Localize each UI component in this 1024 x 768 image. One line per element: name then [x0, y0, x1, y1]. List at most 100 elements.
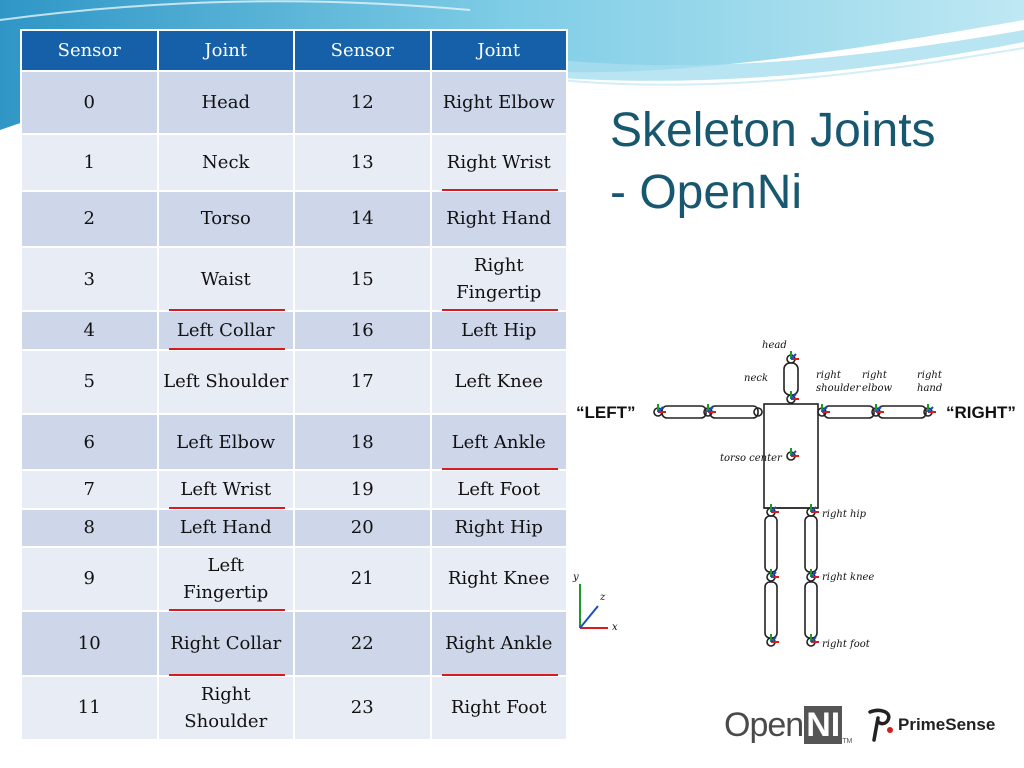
sensor-cell: 7	[20, 469, 159, 510]
sensor-cell: 8	[20, 507, 159, 548]
sensor-cell: 1	[20, 133, 159, 192]
sensor-cell: 10	[20, 610, 159, 677]
joint-cell: Right Elbow	[429, 69, 568, 136]
joint-cell: Right Fingertip	[429, 246, 568, 313]
joint-cell: Right Ankle	[429, 610, 568, 677]
primesense-logo: PrimeSense	[866, 706, 995, 744]
axis-label-z: z	[599, 592, 606, 603]
header-joint-1: Joint	[156, 29, 295, 72]
joint-cell: Right Wrist	[429, 133, 568, 193]
openni-logo-text: Open	[724, 706, 804, 744]
label-right-knee: right knee	[822, 572, 874, 583]
label-head: head	[762, 340, 787, 351]
skeleton-left-shin	[764, 581, 778, 639]
joint-cell: Left Collar	[156, 310, 295, 351]
sensor-cell: 9	[20, 545, 159, 613]
slide-title: Skeleton Joints - OpenNi	[610, 100, 936, 224]
joint-cell: Right Foot	[429, 674, 568, 742]
axis-label-x: x	[612, 622, 618, 633]
sensor-cell: 13	[293, 133, 432, 192]
sensor-cell: 2	[20, 189, 159, 249]
label-right-hand-2: hand	[917, 383, 942, 394]
header-sensor-2: Sensor	[293, 29, 432, 72]
joint-cell: Left Knee	[429, 348, 568, 416]
sensor-cell: 0	[20, 69, 159, 136]
label-right-elbow-1: right	[862, 370, 888, 381]
skeleton-right-shin	[804, 581, 818, 639]
joint-cell: Waist	[156, 246, 295, 313]
label-right-shoulder-2: shoulder	[816, 383, 862, 394]
skeleton-diagram: head neck right shoulder right elbow rig…	[572, 340, 1016, 650]
axis-label-y: y	[572, 572, 579, 583]
header-joint-2: Joint	[429, 29, 568, 72]
joint-cell: Right Collar	[156, 610, 295, 677]
joint-cell: Left Foot	[429, 469, 568, 510]
skeleton-left-arm-upper	[709, 405, 759, 419]
primesense-logo-text: PrimeSense	[898, 715, 996, 734]
primesense-icon	[868, 708, 893, 742]
joint-cell: Torso	[156, 189, 295, 249]
sensor-cell: 21	[293, 545, 432, 613]
joint-cell: Right Hip	[429, 507, 568, 548]
skeleton-right-thigh	[804, 515, 818, 573]
joint-cell: Left Ankle	[429, 412, 568, 472]
skeleton-right-arm-lower	[877, 405, 927, 419]
joint-cell: Left Hip	[429, 310, 568, 351]
label-neck: neck	[744, 373, 768, 384]
sensor-cell: 16	[293, 310, 432, 351]
sensor-cell: 14	[293, 189, 432, 249]
sensor-cell: 17	[293, 348, 432, 416]
label-right-elbow-2: elbow	[862, 383, 893, 394]
sensor-cell: 4	[20, 310, 159, 351]
sensor-cell: 5	[20, 348, 159, 416]
label-right-hand-1: right	[917, 370, 943, 381]
sensor-cell: 6	[20, 412, 159, 472]
joint-cell: Left Elbow	[156, 412, 295, 472]
sensor-cell: 18	[293, 412, 432, 472]
joint-cell: Head	[156, 69, 295, 136]
joint-cell: Left Shoulder	[156, 348, 295, 416]
skeleton-right-arm-upper	[823, 405, 875, 419]
sensor-cell: 20	[293, 507, 432, 548]
label-torso: torso center	[720, 453, 783, 464]
skeleton-left-thigh	[764, 515, 778, 573]
joint-cell: Right Knee	[429, 545, 568, 613]
label-right-hip: right hip	[822, 509, 867, 520]
sensor-cell: 23	[293, 674, 432, 742]
label-right-foot: right foot	[822, 639, 871, 650]
label-left: “LEFT”	[576, 403, 636, 422]
header-sensor-1: Sensor	[20, 29, 159, 72]
title-line-1: Skeleton Joints	[610, 104, 936, 157]
label-right-shoulder-1: right	[816, 370, 842, 381]
title-line-2: - OpenNi	[610, 166, 803, 219]
sensor-cell: 19	[293, 469, 432, 510]
joint-cell: Right Shoulder	[156, 674, 295, 742]
skeleton-head	[783, 362, 799, 396]
table-header-row: Sensor Joint Sensor Joint	[20, 29, 568, 72]
joint-cell: Left Fingertip	[156, 545, 295, 613]
sensor-cell: 11	[20, 674, 159, 742]
openni-logo-ni: NI	[804, 706, 843, 744]
joint-cell: Neck	[156, 133, 295, 192]
joint-cell: Left Hand	[156, 507, 295, 548]
sensor-cell: 12	[293, 69, 432, 136]
joint-cell: Right Hand	[429, 189, 568, 249]
openni-logo-tm: TM	[842, 738, 853, 745]
sensor-cell: 15	[293, 246, 432, 313]
axis-gizmo	[579, 584, 608, 629]
sensor-cell: 22	[293, 610, 432, 677]
skeleton-left-arm-lower	[661, 405, 707, 419]
